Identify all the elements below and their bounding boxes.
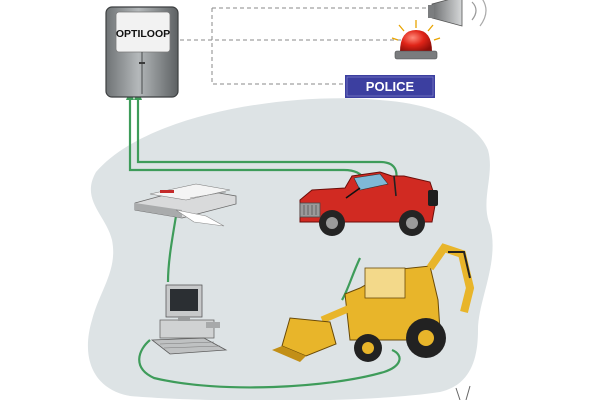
- siren-speaker-icon: [428, 0, 487, 27]
- printer-icon: [134, 183, 237, 227]
- cable-ground-loop: [138, 339, 401, 389]
- signal-lines: [180, 7, 430, 85]
- police-label: POLICE: [366, 79, 415, 94]
- beacon-light-icon: [391, 20, 441, 60]
- device-to-police-line: [211, 8, 345, 85]
- cable-to-backhoe: [341, 257, 361, 301]
- backhoe-icon: [272, 243, 475, 362]
- computer-icon: [150, 284, 228, 355]
- device-label: OPTILOOP: [116, 28, 170, 40]
- decorative-strokes: [455, 385, 471, 400]
- device-to-beacon-line: [180, 39, 406, 58]
- police-sign: POLICE: [345, 75, 435, 98]
- optiloop-device: OPTILOOP: [105, 6, 179, 98]
- jeep-icon: [299, 171, 438, 236]
- cable-to-computer: [166, 215, 178, 283]
